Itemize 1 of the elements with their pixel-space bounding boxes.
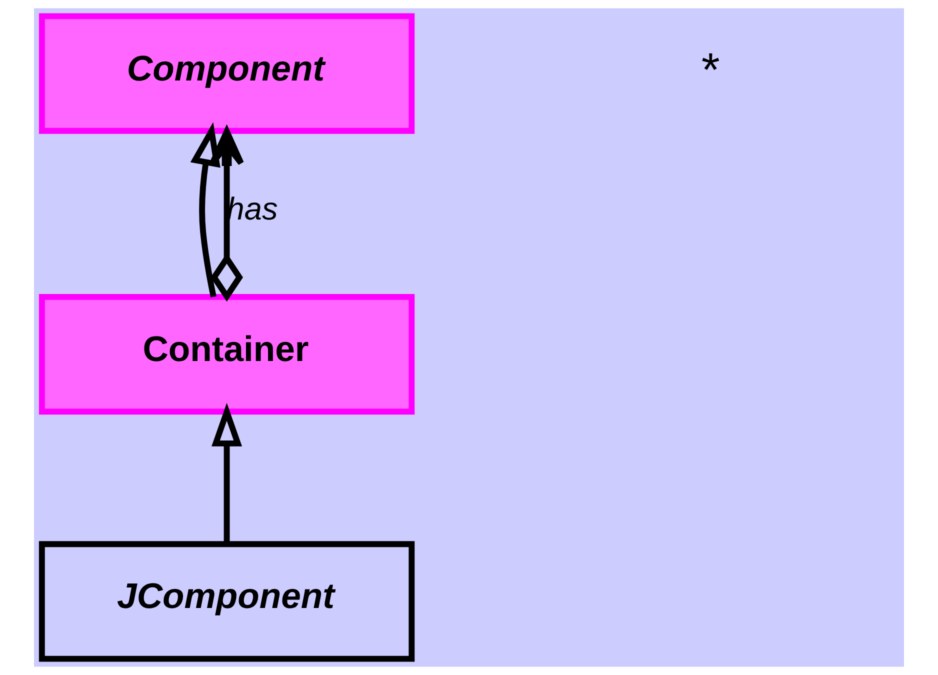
label: * xyxy=(701,44,720,97)
